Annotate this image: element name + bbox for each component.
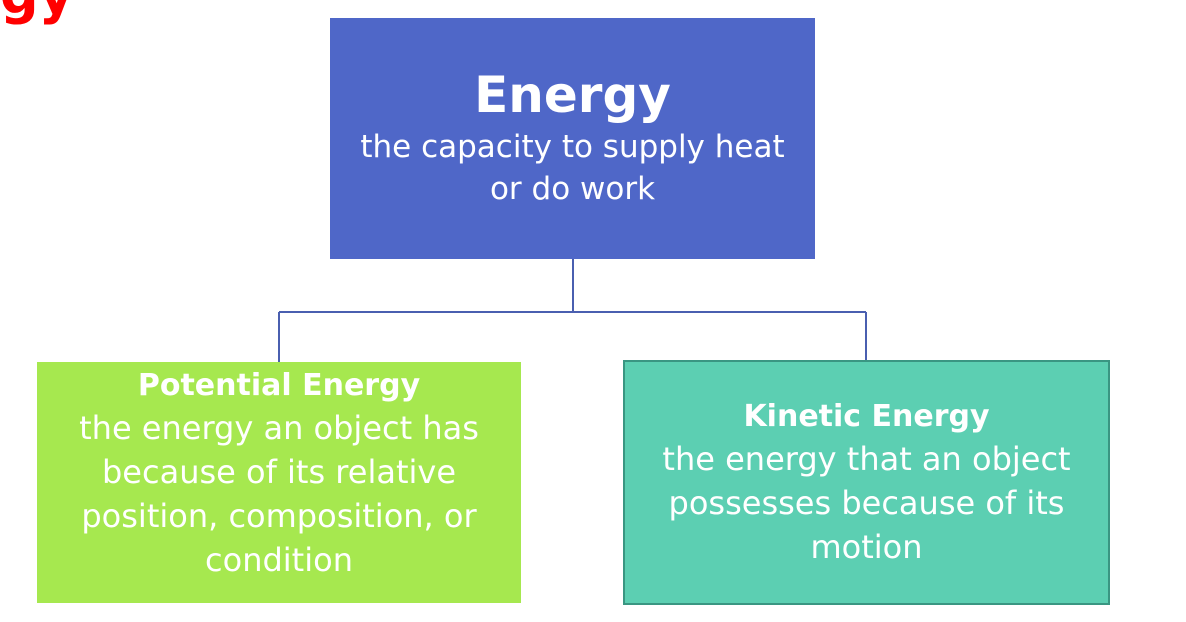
energy-description: the capacity to supply heat or do work: [360, 128, 785, 207]
potential-energy-description: the energy an object has because of its …: [79, 409, 479, 579]
kinetic-energy-description: the energy that an object possesses beca…: [662, 439, 1071, 566]
kinetic-energy-title: Kinetic Energy: [743, 398, 990, 434]
energy-title: Energy: [474, 65, 671, 124]
potential-energy-title: Potential Energy: [137, 368, 421, 403]
kinetic-energy-node: Kinetic Energy the energy that an object…: [623, 360, 1110, 605]
energy-root-node: Energy the capacity to supply heat or do…: [330, 18, 815, 259]
potential-energy-node: Potential Energy the energy an object ha…: [37, 362, 521, 603]
slide-title-fragment: gy: [0, 0, 90, 30]
